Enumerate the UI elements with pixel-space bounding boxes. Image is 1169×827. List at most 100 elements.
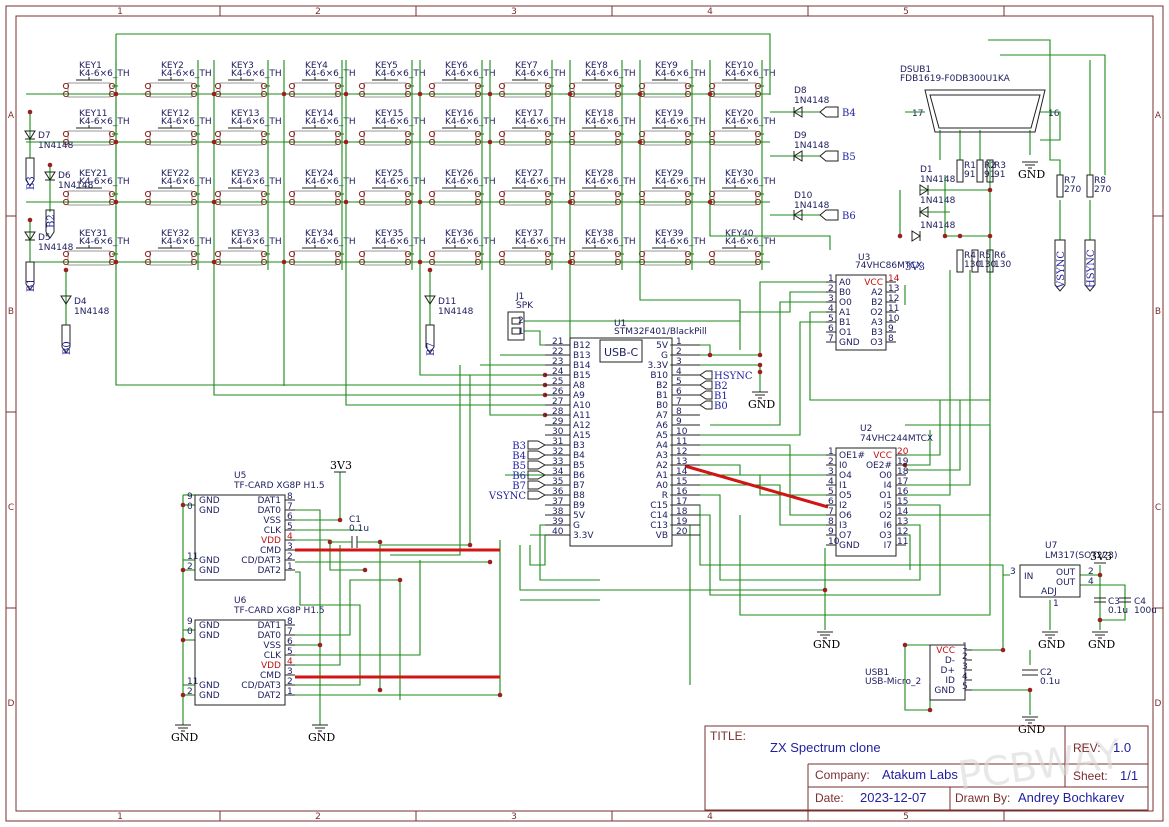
- u1-net-label: B7: [512, 481, 526, 492]
- key-ref: KEY10: [725, 61, 754, 71]
- key-ref: KEY23: [231, 169, 260, 179]
- u1-pin-number: 16: [676, 487, 688, 497]
- j1-pin: 2: [518, 316, 524, 326]
- key-footprint: K4-6×6_TH: [375, 69, 426, 79]
- u2-pin-number: 5: [828, 487, 834, 497]
- key-ref: KEY35: [375, 229, 404, 239]
- net-port-b2: B2: [45, 209, 57, 239]
- keyboard-matrix: KEY1K4-6×6_THKEY2K4-6×6_THKEY3K4-6×6_THK…: [26, 60, 776, 270]
- u1-pin-number: 14: [676, 467, 688, 477]
- u1-pin-name: VB: [656, 531, 668, 541]
- u1-pin-number: 4: [676, 367, 682, 377]
- u2-pin-name: O3: [879, 531, 892, 541]
- u1-pin-number: 29: [552, 417, 564, 427]
- key-footprint: K4-6×6_TH: [161, 177, 212, 187]
- u1-pin-number: 6: [676, 387, 682, 397]
- resistor-value: 130: [979, 260, 996, 270]
- u1-pin-name: B2: [656, 381, 668, 391]
- diode-part: 1N4148: [38, 243, 74, 253]
- u3-pin-name: B2: [871, 298, 883, 308]
- key-footprint: K4-6×6_TH: [79, 177, 130, 187]
- tf-pin-name: DAT0: [258, 631, 282, 641]
- usb1-pin-number: 5: [962, 682, 968, 692]
- diode-part: 1N4148: [38, 141, 74, 151]
- u1-pin-number: 22: [552, 347, 563, 357]
- ground-label: GND: [813, 638, 840, 651]
- u1-pin-name: B10: [650, 371, 668, 381]
- key-ref: KEY11: [79, 109, 108, 119]
- u3-pin-number: 8: [888, 334, 894, 344]
- j1-speaker: J1 SPK 2 1: [507, 292, 534, 341]
- usb1-pin-name: GND: [934, 686, 955, 696]
- u1-pin-number: 2: [676, 347, 682, 357]
- u2-pin-number: 16: [897, 487, 909, 497]
- tf-pin-name: DAT2: [258, 691, 281, 701]
- row-letter: B: [1155, 307, 1161, 317]
- usb1-part: USB-Micro_2: [865, 677, 921, 687]
- diode-ref: D7: [38, 131, 51, 141]
- resistor-ref: R8: [1094, 176, 1106, 186]
- u7-part: LM317(SOT223): [1045, 551, 1117, 561]
- u1-pin-name: B6: [573, 471, 585, 481]
- dsub-pin: 17: [912, 109, 923, 119]
- u2-pin-number: 20: [897, 447, 909, 457]
- u7-regulator: U7 LM317(SOT223) IN OUT OUT ADJ 3 2 4 1: [1010, 541, 1117, 609]
- col-number: 5: [903, 7, 909, 17]
- j1-ref: J1: [515, 292, 524, 302]
- u1-pin-number: 24: [552, 367, 564, 377]
- key-footprint: K4-6×6_TH: [655, 237, 706, 247]
- resistor-ref: R3: [994, 161, 1006, 171]
- diode-d11: D11 1N4148: [424, 270, 474, 325]
- c3-ref: C3: [1108, 597, 1120, 607]
- u2-ref: U2: [860, 424, 872, 434]
- u3-pin-number: 10: [888, 314, 900, 324]
- key-ref: KEY26: [445, 169, 474, 179]
- drawing-frame: 1 2 3 4 5 1 2 3 4 5 A B C D A B C D: [5, 5, 1164, 822]
- u1-pin-name: A10: [573, 401, 591, 411]
- u1-pin-number: 3: [676, 357, 682, 367]
- tf-pin-number: 1: [287, 562, 293, 572]
- u3-pin-name: VCC: [864, 278, 883, 288]
- resistor-value: 91: [964, 170, 975, 180]
- key-footprint: K4-6×6_TH: [585, 177, 636, 187]
- title-label: TITLE:: [710, 729, 746, 743]
- diode-ref: D11: [438, 297, 456, 307]
- tf-pin-number: 9: [187, 617, 193, 627]
- net-port-b7: B7: [425, 324, 437, 356]
- key-ref: KEY9: [655, 61, 678, 71]
- u2-pin-number: 2: [828, 457, 834, 467]
- col-number: 4: [707, 7, 713, 17]
- key-ref: KEY36: [445, 229, 474, 239]
- u7-out2: OUT: [1056, 578, 1076, 588]
- c2-capacitor: C2 0.1u: [1022, 668, 1060, 687]
- u7-out1: OUT: [1056, 568, 1076, 578]
- key-footprint: K4-6×6_TH: [655, 177, 706, 187]
- key-ref: KEY31: [79, 229, 108, 239]
- u1-pin-number: 40: [552, 527, 564, 537]
- diode-ref: D6: [58, 171, 71, 181]
- key-footprint: K4-6×6_TH: [161, 117, 212, 127]
- u2-pin-name: I0: [839, 461, 848, 471]
- key-footprint: K4-6×6_TH: [375, 117, 426, 127]
- key-ref: KEY22: [161, 169, 190, 179]
- date-value: 2023-12-07: [860, 790, 927, 805]
- u1-pin-name: B3: [573, 441, 585, 451]
- company-value: Atakum Labs: [882, 767, 958, 782]
- u1-pin-name: A5: [656, 431, 668, 441]
- u1-pin-number: 25: [552, 377, 563, 387]
- u1-pin-name: 5V: [573, 511, 586, 521]
- key-footprint: K4-6×6_TH: [655, 117, 706, 127]
- key-footprint: K4-6×6_TH: [725, 117, 776, 127]
- tf-pin-number: 8: [287, 617, 293, 627]
- key-ref: KEY16: [445, 109, 474, 119]
- row-letter: C: [8, 503, 14, 513]
